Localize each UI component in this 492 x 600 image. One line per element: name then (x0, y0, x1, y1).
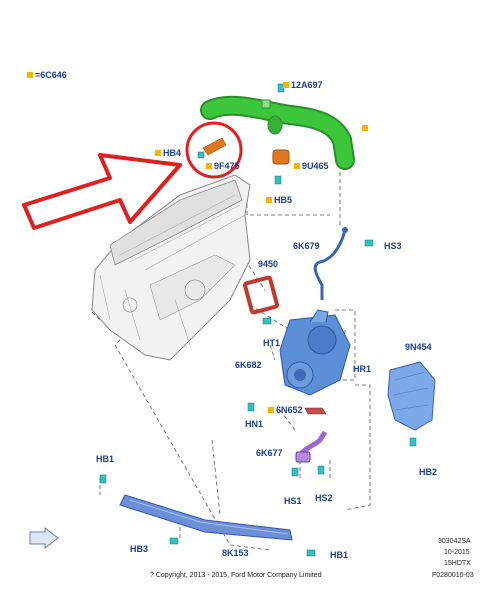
heat-shield-ribs (392, 371, 429, 411)
label-6K682: 6K682 (235, 360, 262, 370)
label-text: 12A697 (291, 80, 323, 90)
oil-feed-fitting (342, 227, 348, 233)
turbocharger (279, 309, 351, 396)
label-HT1: HT1 (263, 338, 281, 348)
label-9U465: 9U465 (294, 161, 329, 172)
label-9450: 9450 (258, 259, 279, 269)
legend-bullet-icon (27, 72, 33, 78)
gasket-9450 (243, 275, 279, 315)
label-9N454: 9N454 (405, 342, 432, 352)
label-text: HB5 (274, 195, 293, 205)
label-HS2: HS2 (315, 493, 333, 503)
label-6K677: 6K677 (256, 448, 283, 458)
label-6N652: 6N652 (268, 405, 303, 416)
bullet-icon (268, 407, 274, 413)
label-text: 9U465 (302, 161, 329, 171)
label-HN1: HN1 (245, 419, 264, 429)
oil-feed-pipe (313, 229, 347, 300)
label-HS3: HS3 (384, 241, 402, 251)
bolts (99, 83, 417, 557)
bullet-icon (266, 197, 272, 203)
leader-lines (91, 165, 415, 551)
bullet-icon (206, 163, 212, 169)
legend: =6C646 (27, 70, 67, 80)
label-8K153: 8K153 (222, 548, 249, 558)
label-HB5: HB5 (266, 195, 292, 206)
label-12A697: 12A697 (283, 80, 323, 91)
label-HB2: HB2 (419, 467, 438, 477)
copyright-text: ? Copyright, 2013 - 2015, Ford Motor Com… (150, 572, 322, 579)
callout-circle (185, 121, 243, 179)
label-HB1-bottom: HB1 (330, 550, 349, 560)
bullet-icon (362, 125, 368, 131)
support-bracket-8K153 (119, 494, 293, 541)
ref-code-1: 303042SA (438, 538, 471, 545)
bullet-icon (283, 82, 289, 88)
orientation-arrow-icon (29, 526, 59, 550)
bracket-9F475 (202, 137, 227, 156)
ref-code-4: F0280010-03 (432, 572, 474, 579)
label-text: 9F475 (214, 161, 240, 171)
label-HB4: HB4 (155, 148, 181, 159)
callout-arrow (22, 153, 182, 230)
oil-return-flange (295, 451, 311, 463)
heat-shield (387, 361, 436, 431)
ref-code-3: 15HDTX (444, 560, 471, 567)
bullet-icon (155, 150, 161, 156)
ref-code-2: 10-2015 (444, 549, 470, 556)
label-HR1: HR1 (353, 364, 372, 374)
label-text: HB4 (163, 148, 182, 158)
engine-block (91, 174, 251, 361)
bullet-icon (294, 163, 300, 169)
label-bullet-pipe-end (362, 123, 370, 134)
label-6K679: 6K679 (293, 241, 320, 251)
legend-text: =6C646 (35, 70, 67, 80)
part-9U465 (272, 149, 290, 165)
label-HB3: HB3 (130, 544, 149, 554)
label-9F475: 9F475 (206, 161, 240, 172)
intake-pipe (200, 95, 355, 170)
fitting-6N652 (304, 407, 327, 415)
label-HS1: HS1 (284, 496, 302, 506)
label-HB1-top: HB1 (96, 454, 115, 464)
label-text: 6N652 (276, 405, 303, 415)
